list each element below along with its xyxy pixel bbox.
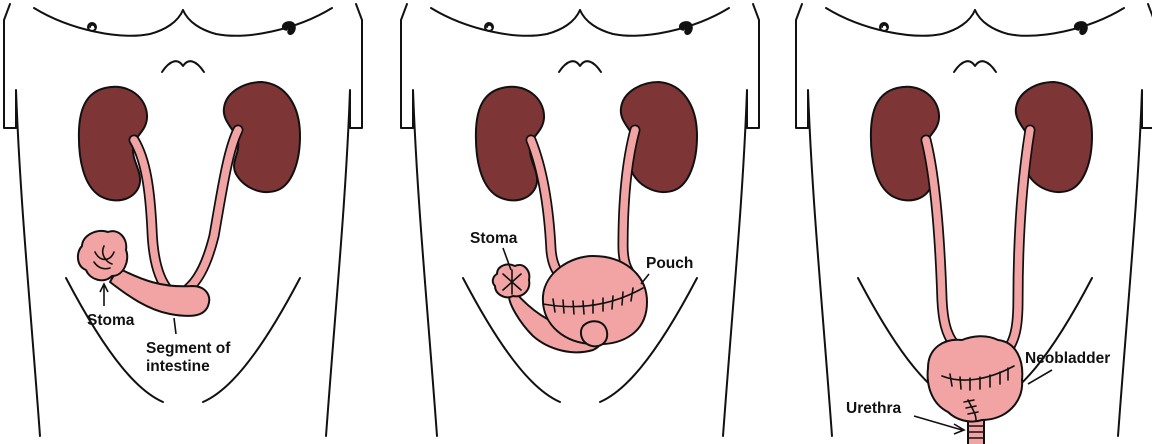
label-neobladder: Neobladder	[1025, 350, 1110, 367]
label-pouch: Pouch	[646, 255, 693, 272]
label-urethra: Urethra	[846, 400, 902, 417]
kidneys	[79, 82, 300, 200]
segment-pointer	[174, 318, 176, 334]
stoma	[78, 231, 127, 280]
kidneys	[871, 82, 1092, 200]
kidneys	[476, 82, 697, 200]
panel-neobladder: Neobladder Urethra	[796, 4, 1152, 444]
pouch-pointer	[641, 274, 649, 284]
ureters	[926, 130, 1030, 346]
torso-outline	[401, 4, 759, 436]
label-stoma: Stoma	[470, 230, 518, 247]
label-stoma: Stoma	[87, 312, 135, 329]
ureters	[531, 130, 635, 276]
panel-ileal-conduit: Stoma Segment of intestine	[4, 4, 362, 436]
stoma-pointer	[100, 284, 108, 306]
panel-continent-pouch: Stoma Pouch	[401, 4, 759, 436]
ureters	[134, 130, 238, 292]
label-segment-line2: intestine	[146, 358, 210, 375]
label-segment-line1: Segment of	[146, 340, 231, 357]
